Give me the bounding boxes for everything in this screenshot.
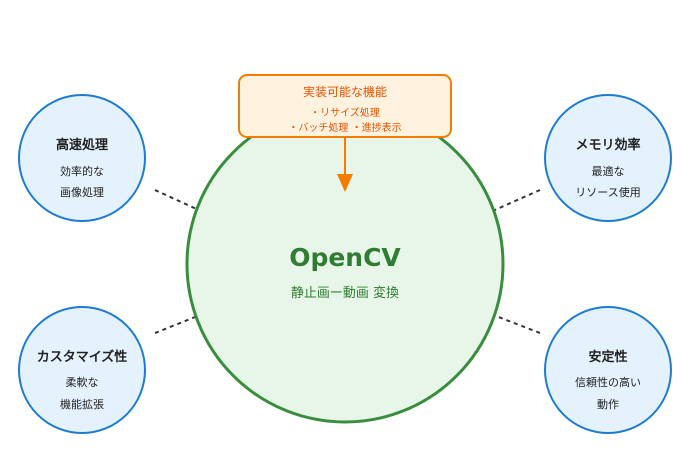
center-subtitle: 静止画ー動画 変換 <box>291 285 399 301</box>
node-speed <box>18 94 146 222</box>
node-memory-line2: リソース使用 <box>575 186 640 199</box>
node-speed-line1: 効率的な <box>60 164 104 178</box>
feature-box <box>238 74 452 138</box>
node-memory <box>544 94 672 222</box>
node-memory-title: メモリ効率 <box>575 137 640 153</box>
node-custom-line2: 機能拡張 <box>60 397 104 411</box>
node-stable-line1: 信頼性の高い <box>575 375 641 389</box>
feature-box-line2: ・バッチ処理 ・進捗表示 <box>288 121 401 134</box>
node-speed-title: 高速処理 <box>56 137 108 153</box>
node-speed-line2: 画像処理 <box>60 186 104 199</box>
node-custom <box>18 306 146 434</box>
node-custom-line1: 柔軟な <box>66 375 99 389</box>
feature-box-title: 実装可能な機能 <box>303 84 387 99</box>
node-stable-line2: 動作 <box>597 397 619 411</box>
center-title: OpenCV <box>289 243 401 272</box>
node-custom-title: カスタマイズ性 <box>37 349 128 365</box>
feature-box-line1: ・リサイズ処理 <box>310 106 380 119</box>
node-memory-line1: 最適な <box>592 164 625 178</box>
node-stable-title: 安定性 <box>588 349 627 365</box>
arrow-head <box>337 174 353 192</box>
node-stable <box>544 306 672 434</box>
